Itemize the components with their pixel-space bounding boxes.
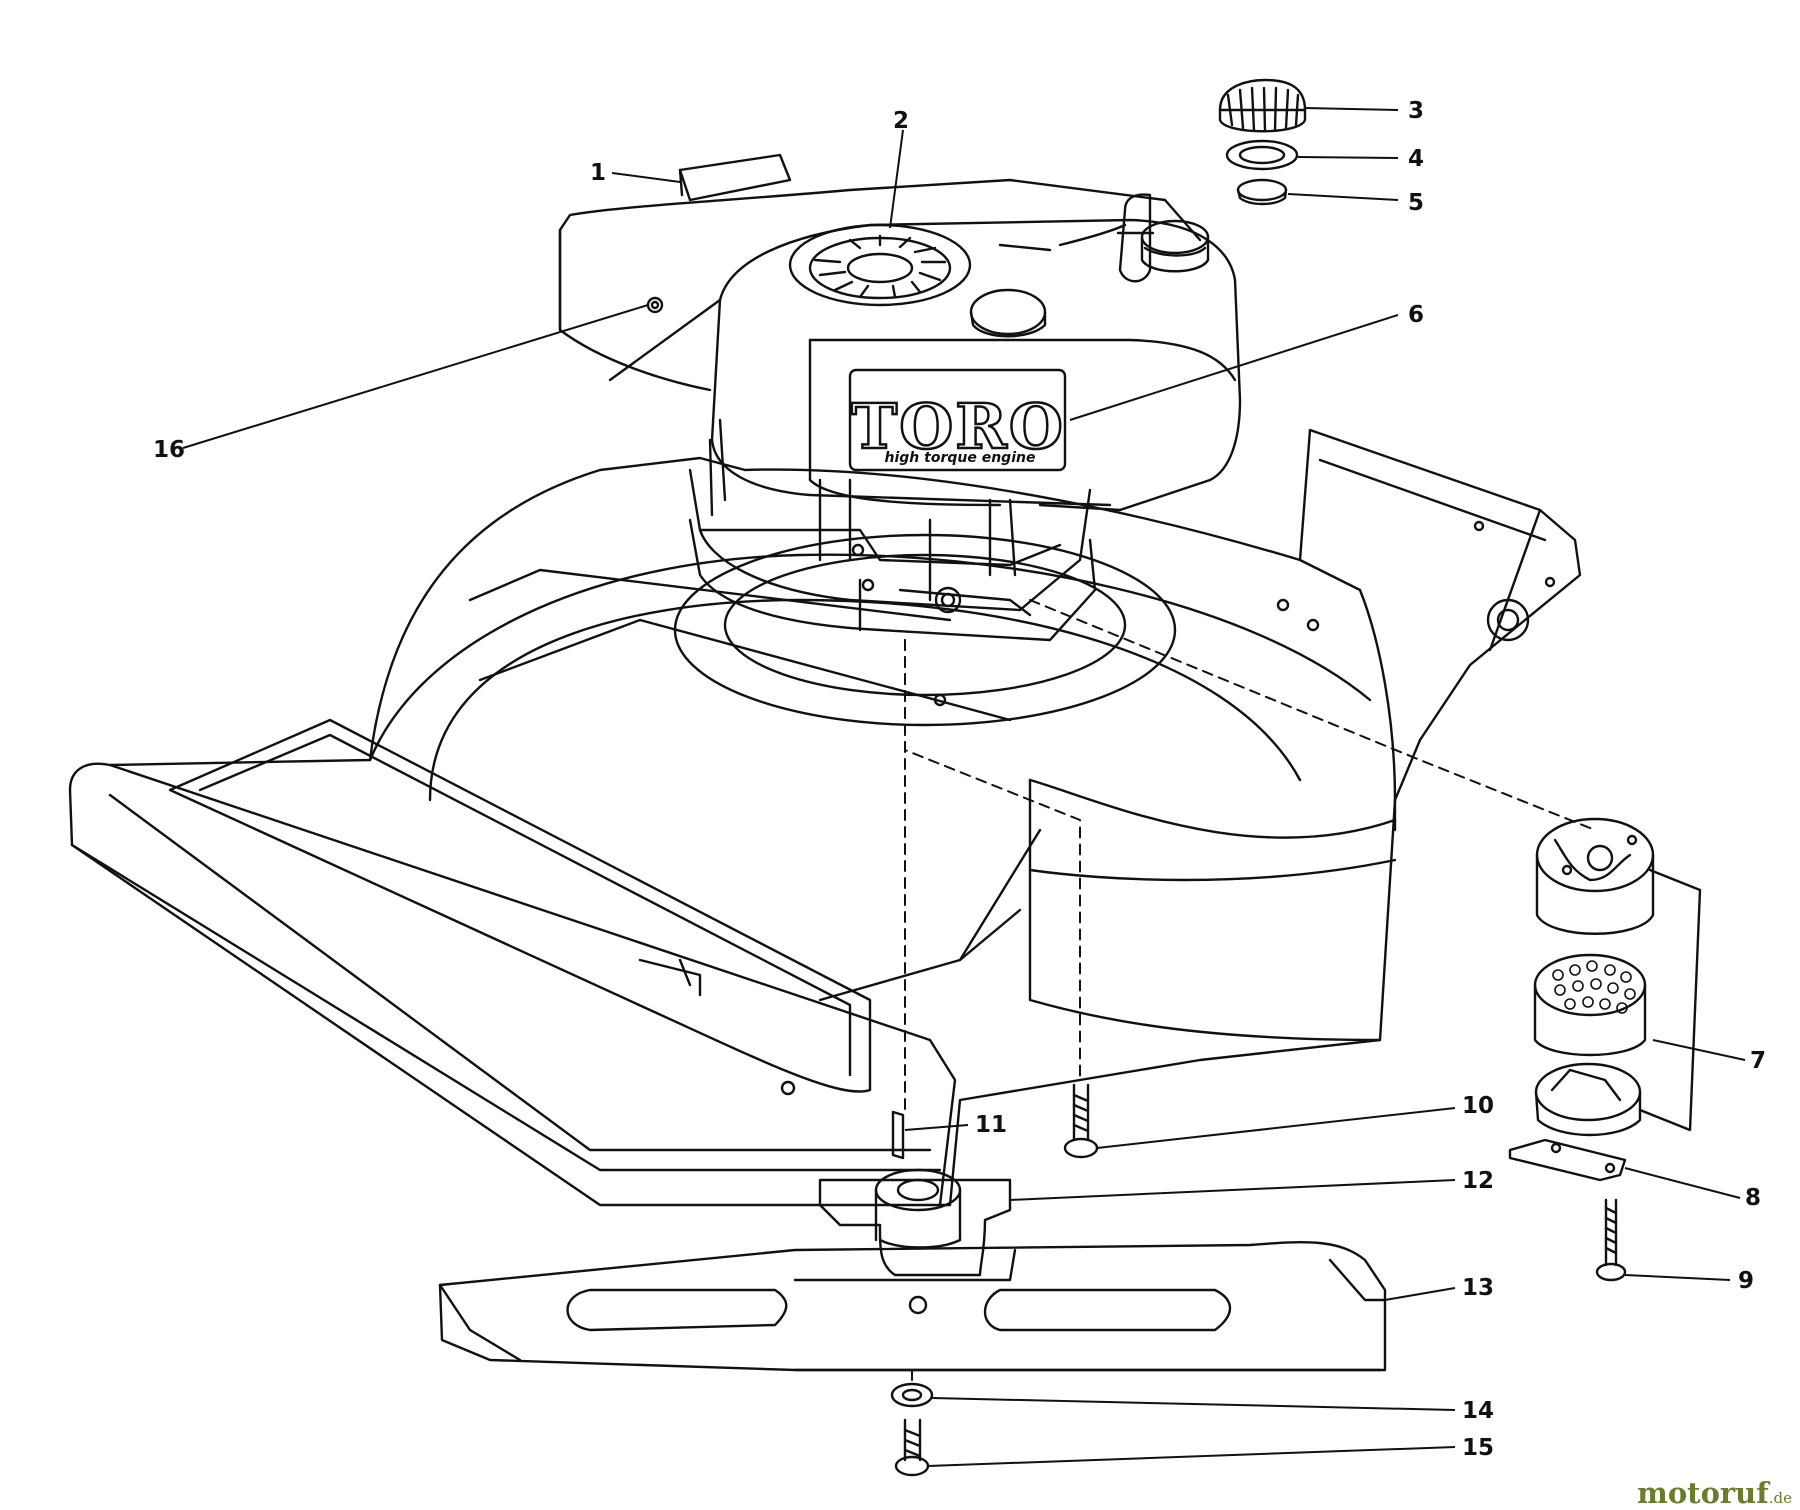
bolt-10 (1063, 1083, 1099, 1159)
fuel-cap (1218, 78, 1307, 133)
callout-16: 16 (153, 437, 185, 463)
blade (438, 1241, 1387, 1372)
logo-text: TORO (851, 390, 1065, 463)
washer-14 (890, 1382, 934, 1408)
air-cleaner-assembly (1508, 817, 1702, 1282)
blade-bolt-15 (894, 1418, 930, 1477)
callout-2: 2 (893, 108, 909, 134)
callout-12: 12 (1462, 1168, 1494, 1194)
throttle-lever (998, 193, 1155, 283)
watermark-name: motoruf (1637, 1476, 1769, 1510)
callout-labels: 1 2 3 4 5 6 7 8 9 10 11 12 13 14 15 16 (153, 98, 1766, 1461)
callout-6: 6 (1408, 302, 1424, 328)
cap-gasket (1225, 139, 1299, 171)
engine-block (558, 178, 1242, 642)
callout-3: 3 (1408, 98, 1424, 124)
logo-subtext: high torque engine (885, 450, 1036, 466)
callout-7: 7 (1750, 1048, 1766, 1074)
callout-14: 14 (1462, 1398, 1494, 1424)
handle-bracket (678, 153, 792, 202)
callout-1: 1 (590, 160, 606, 186)
callout-13: 13 (1462, 1275, 1494, 1301)
callout-15: 15 (1462, 1435, 1494, 1461)
callout-8: 8 (1745, 1185, 1761, 1211)
cap-washer (1236, 178, 1288, 206)
watermark-logo: motoruf.de (1637, 1476, 1792, 1510)
recoil-starter (788, 223, 1047, 338)
screw-16 (646, 296, 664, 314)
key-11 (891, 1110, 905, 1160)
callout-11: 11 (975, 1112, 1007, 1138)
callout-9: 9 (1738, 1268, 1754, 1294)
blade-adapter (818, 1168, 1012, 1277)
watermark-tld: .de (1768, 1489, 1792, 1507)
callout-5: 5 (1408, 190, 1424, 216)
fuel-tank-neck (1140, 219, 1210, 273)
mower-deck (68, 428, 1582, 1207)
callout-4: 4 (1408, 146, 1424, 172)
callout-10: 10 (1462, 1093, 1494, 1119)
